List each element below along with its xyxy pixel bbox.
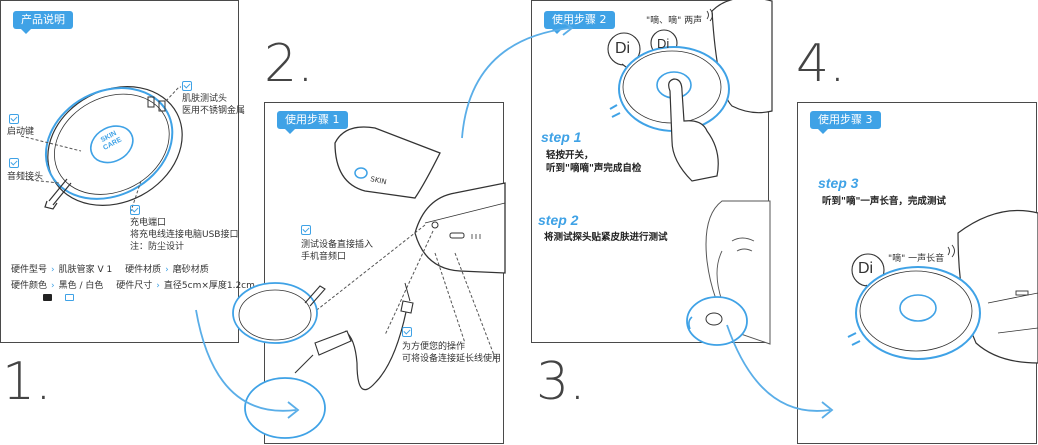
- check-icon: [301, 225, 311, 235]
- power-label: 启动键: [7, 127, 35, 137]
- insert-label: 测试设备直接插入手机音频口: [301, 240, 374, 262]
- spec-row-1: 硬件型号›肌肤管家 V 1 硬件材质›磨砂材质: [11, 265, 209, 275]
- check-icon: [130, 205, 140, 215]
- step-number-1: 1.: [2, 352, 52, 412]
- step-2-description: 将测试探头贴紧皮肤进行测试: [544, 232, 668, 243]
- device-illustration: [20, 86, 183, 212]
- charge-label: 充电端口将充电线连接电脑USB接口注：防尘设计: [130, 218, 239, 252]
- check-icon: [9, 158, 19, 168]
- double-beep-label: "嘀、嘀" 两声: [646, 16, 703, 26]
- phone-plug-illustration: SKIN: [232, 126, 506, 439]
- step-number-2: 2.: [264, 34, 314, 94]
- step-number-4: 4.: [796, 34, 846, 94]
- step-3-label: step 3: [818, 175, 859, 191]
- panel-step-2: 使用步骤 2 "嘀、嘀" 两声 Di Di step 1 轻按开关，听到"嘀嘀"…: [531, 0, 773, 346]
- step-1-label: step 1: [541, 129, 582, 145]
- spec-row-2: 硬件颜色›黑色 / 白色 硬件尺寸›直径5cm×厚度1.2cm: [11, 281, 255, 291]
- step-1-description: 轻按开关，听到"嘀嘀"声完成自检: [546, 150, 642, 174]
- color-swatch-black: [43, 294, 52, 301]
- probe-label: 肌肤测试头医用不锈钢金属: [182, 94, 246, 116]
- step-number-3: 3.: [536, 352, 586, 412]
- step-2-label: step 2: [538, 212, 579, 228]
- di-bubble-text-1: Di: [615, 40, 631, 57]
- completion-illustration: [847, 210, 1038, 364]
- panel-step-1: 使用步骤 1 SKIN 测试设备直接插入手机音频口 为方便您的操作可将: [232, 102, 506, 444]
- svg-text:SKIN: SKIN: [370, 175, 388, 186]
- check-icon: [182, 81, 192, 91]
- audio-label: 音频接头: [7, 172, 44, 182]
- step-3-description: 听到"嘀"一声长音，完成测试: [822, 196, 946, 207]
- color-swatch-white: [65, 294, 74, 301]
- di-bubble-text: Di: [858, 260, 874, 277]
- di-bubble-text-2: Di: [657, 36, 670, 51]
- extension-label: 为方便您的操作可将设备连接延长线使用: [402, 342, 502, 364]
- panel-4-tag: 使用步骤 3: [810, 111, 881, 134]
- panel-step-3: 使用步骤 3 step 3 听到"嘀"一声长音，完成测试 Di "嘀" 一声长音: [797, 102, 1038, 444]
- long-beep-label: "嘀" 一声长音: [888, 254, 945, 264]
- check-icon: [402, 327, 412, 337]
- panel-1-tag: 产品说明: [13, 11, 73, 34]
- finger-press-illustration: [607, 0, 773, 346]
- check-icon: [9, 114, 19, 124]
- panel-2-tag: 使用步骤 1: [277, 111, 348, 134]
